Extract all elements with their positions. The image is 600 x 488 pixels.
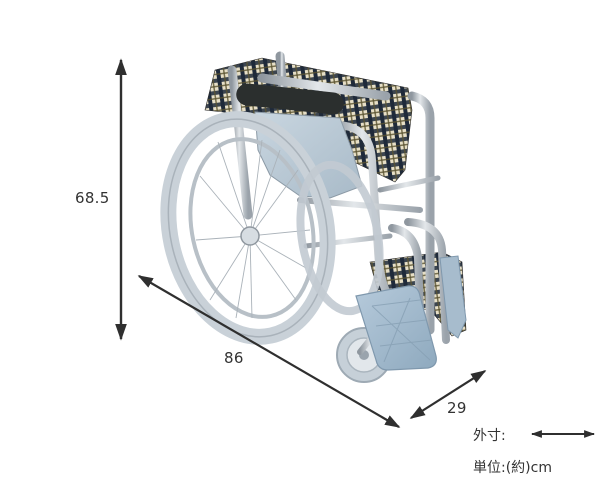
height-dimension-label: 68.5 xyxy=(75,189,110,207)
outer-dimension-legend-label: 外寸: xyxy=(473,428,506,444)
armrest xyxy=(236,83,344,115)
width-dimension-label: 29 xyxy=(447,399,467,417)
length-dimension-label: 86 xyxy=(224,349,244,367)
width-dimension-arrow xyxy=(409,370,487,419)
unit-legend-label: 単位:(約)cm xyxy=(473,460,552,476)
length-dimension-arrow xyxy=(137,275,401,428)
footrest-plate-far xyxy=(439,255,467,339)
